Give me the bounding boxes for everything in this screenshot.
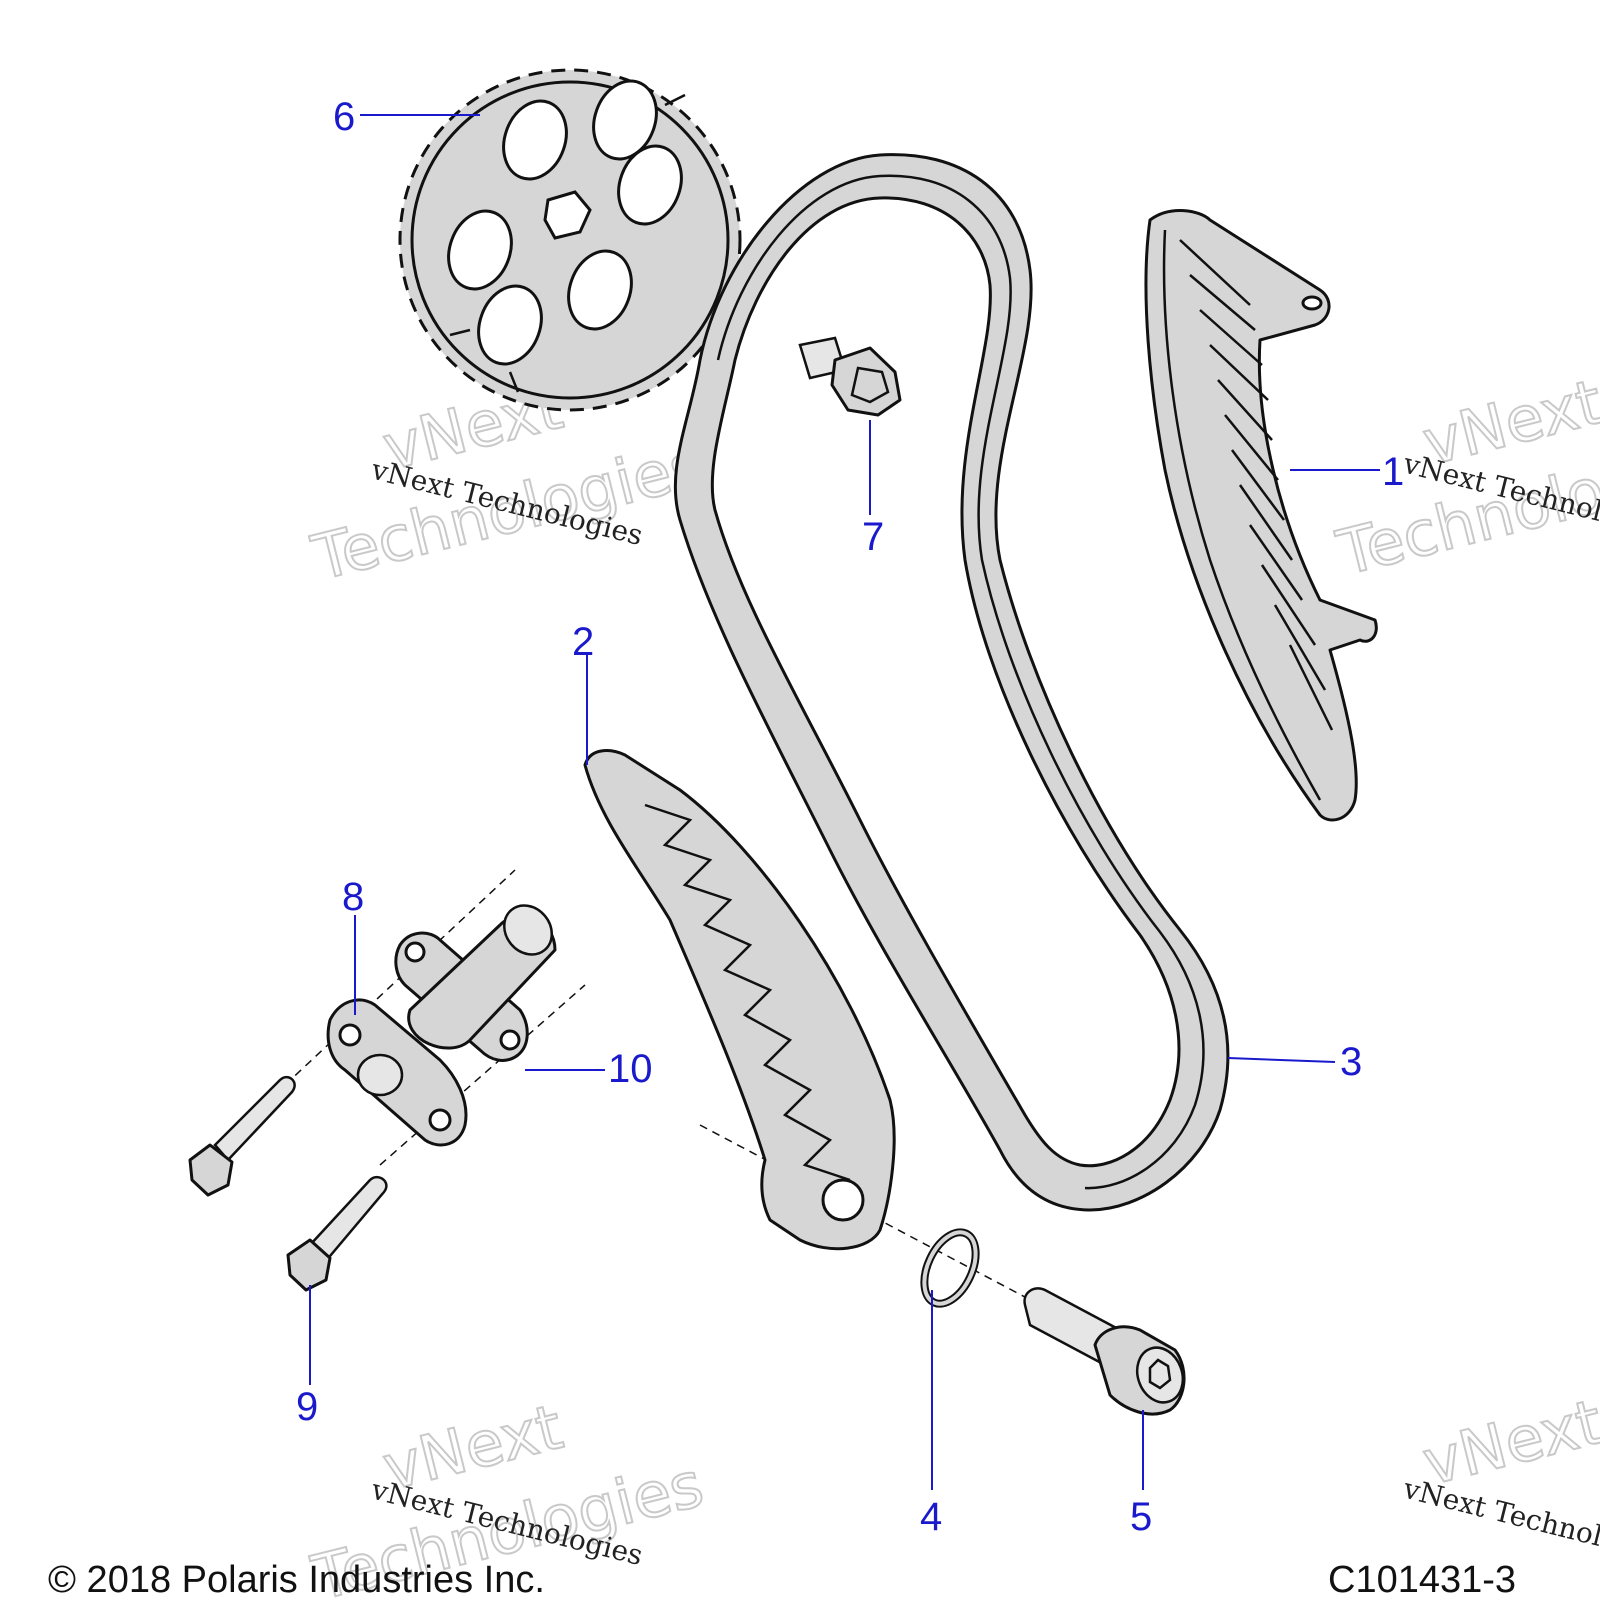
gasket-hole bbox=[499, 1029, 521, 1051]
sprocket-mark bbox=[508, 371, 520, 393]
callout-2: 2 bbox=[572, 620, 594, 664]
tensioner-bolt-lower bbox=[286, 1175, 388, 1292]
tensioner-mount-hole bbox=[428, 1108, 452, 1132]
tensioner-bolt-upper bbox=[188, 1075, 296, 1197]
sprocket-center-bore bbox=[543, 190, 592, 240]
guide-ribs bbox=[1179, 239, 1334, 731]
leader-3 bbox=[1227, 1057, 1336, 1063]
axis-tensioner-lower bbox=[379, 984, 586, 1166]
torx-socket-icon bbox=[1148, 1358, 1172, 1390]
guide-mount-hole bbox=[1301, 295, 1323, 311]
callout-5: 5 bbox=[1130, 1495, 1152, 1539]
callout-8: 8 bbox=[342, 875, 364, 919]
watermark-caption: vNext Technologies bbox=[1399, 1472, 1600, 1572]
chain-guide-right bbox=[1144, 209, 1378, 822]
timing-chain bbox=[673, 153, 1230, 1212]
tensioner-mount-hole bbox=[338, 1023, 362, 1047]
bolt-head bbox=[188, 1143, 234, 1197]
sprocket-window bbox=[477, 284, 543, 366]
sprocket-window bbox=[592, 79, 658, 161]
gasket-hole bbox=[404, 941, 426, 963]
watermark-bottom-right: vNext vNext Technologies bbox=[1399, 1384, 1600, 1572]
cam-sprocket bbox=[398, 68, 742, 412]
watermark-top-left: vNext Technologies vNext Technologies bbox=[304, 369, 711, 596]
bolt-shank bbox=[308, 1175, 388, 1264]
o-ring-highlight bbox=[922, 1230, 978, 1306]
chain-link-line bbox=[716, 174, 1205, 1190]
callout-6: 6 bbox=[333, 95, 355, 139]
callout-4: 4 bbox=[920, 1495, 942, 1539]
leader-lines bbox=[309, 114, 1380, 1490]
sprocket-window bbox=[617, 144, 683, 226]
drawing-id: C101431-3 bbox=[1328, 1559, 1516, 1600]
o-ring bbox=[920, 1228, 980, 1308]
callouts: 1 2 3 4 5 6 7 8 9 10 bbox=[296, 95, 1404, 1539]
bolt-shank bbox=[213, 1075, 296, 1162]
tensioner-cap bbox=[356, 1053, 404, 1097]
sprocket-window bbox=[502, 99, 568, 181]
tensioner-plunger-end bbox=[503, 904, 553, 956]
guide-face bbox=[1162, 229, 1322, 801]
pivot-bolt bbox=[1023, 1287, 1186, 1416]
guide-zigzag-ribs bbox=[644, 803, 851, 1182]
chain-tensioner bbox=[326, 904, 557, 1147]
sprocket-mark bbox=[664, 93, 686, 107]
callout-1: 1 bbox=[1382, 450, 1404, 494]
chain-inner-opening bbox=[710, 196, 1181, 1168]
sprocket-bolt bbox=[798, 336, 902, 417]
callout-7: 7 bbox=[862, 515, 884, 559]
guide-body bbox=[583, 749, 896, 1251]
bolt-head bbox=[286, 1238, 332, 1292]
sprocket-window bbox=[447, 209, 513, 291]
bolt-flange-head bbox=[830, 346, 902, 417]
callout-9: 9 bbox=[296, 1385, 318, 1429]
copyright-text: © 2018 Polaris Industries Inc. bbox=[48, 1559, 545, 1600]
pivot-bolt-face bbox=[1135, 1346, 1185, 1404]
watermark-top-right: vNext Technologies vNext Technologies bbox=[1329, 364, 1600, 591]
callout-10: 10 bbox=[608, 1047, 653, 1091]
callout-3: 3 bbox=[1340, 1040, 1362, 1084]
bolt-hex bbox=[850, 366, 890, 404]
tensioner-guide bbox=[583, 749, 896, 1251]
sprocket-mark bbox=[449, 328, 471, 337]
sprocket-window bbox=[567, 249, 633, 331]
guide-pivot-hole bbox=[821, 1178, 865, 1222]
